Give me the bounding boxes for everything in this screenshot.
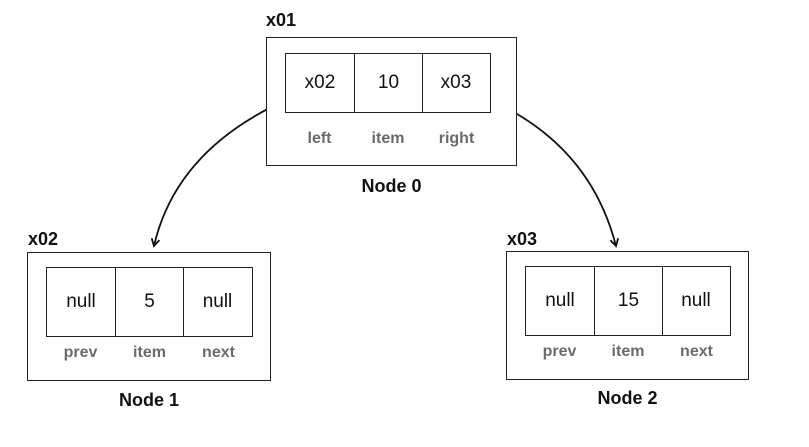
node0-left-label: left [307, 130, 332, 147]
node1-item-label: item [133, 344, 166, 361]
node0-item-label: item [371, 130, 405, 147]
node0-cells: x02 10 x03 [285, 53, 491, 113]
node2-prev-label: prev [542, 343, 577, 360]
node1-cells: null 5 null [46, 267, 253, 337]
node0-address: x01 [266, 10, 297, 30]
node2-next-cell: null [681, 290, 711, 311]
node2-box: null 15 null prev item next [506, 251, 749, 380]
node1-address: x02 [28, 229, 59, 249]
node0-item-cell: 10 [355, 54, 423, 112]
left-pointer-arrow [150, 99, 287, 248]
node0-right-label: right [438, 130, 475, 147]
node0-box: x02 10 x03 left item right [266, 37, 517, 166]
node0-caption: Node 0 [361, 176, 422, 196]
node1-next-label: next [202, 344, 235, 361]
node1-next-cell: null [202, 291, 233, 312]
node2-cells: null 15 null [525, 266, 731, 336]
node0-right-cell: x03 [440, 72, 472, 93]
node1-caption: Node 1 [118, 390, 179, 410]
node2-next-label: next [680, 343, 713, 360]
node1-prev-label: prev [63, 344, 98, 361]
node2-field-labels: prev item next [525, 343, 731, 361]
node1-prev-cell: null [47, 268, 116, 336]
node0-field-labels: left item right [285, 130, 491, 148]
node1-box: null 5 null prev item next [27, 252, 271, 381]
node1-field-labels: prev item next [46, 344, 253, 362]
node2-caption: Node 2 [597, 388, 658, 408]
node0-left-cell: x02 [286, 54, 355, 112]
node1-item-cell: 5 [116, 268, 184, 336]
node2-prev-cell: null [526, 267, 595, 335]
node2-item-cell: 15 [595, 267, 663, 335]
node2-address: x03 [507, 229, 538, 249]
node2-item-label: item [611, 343, 645, 360]
